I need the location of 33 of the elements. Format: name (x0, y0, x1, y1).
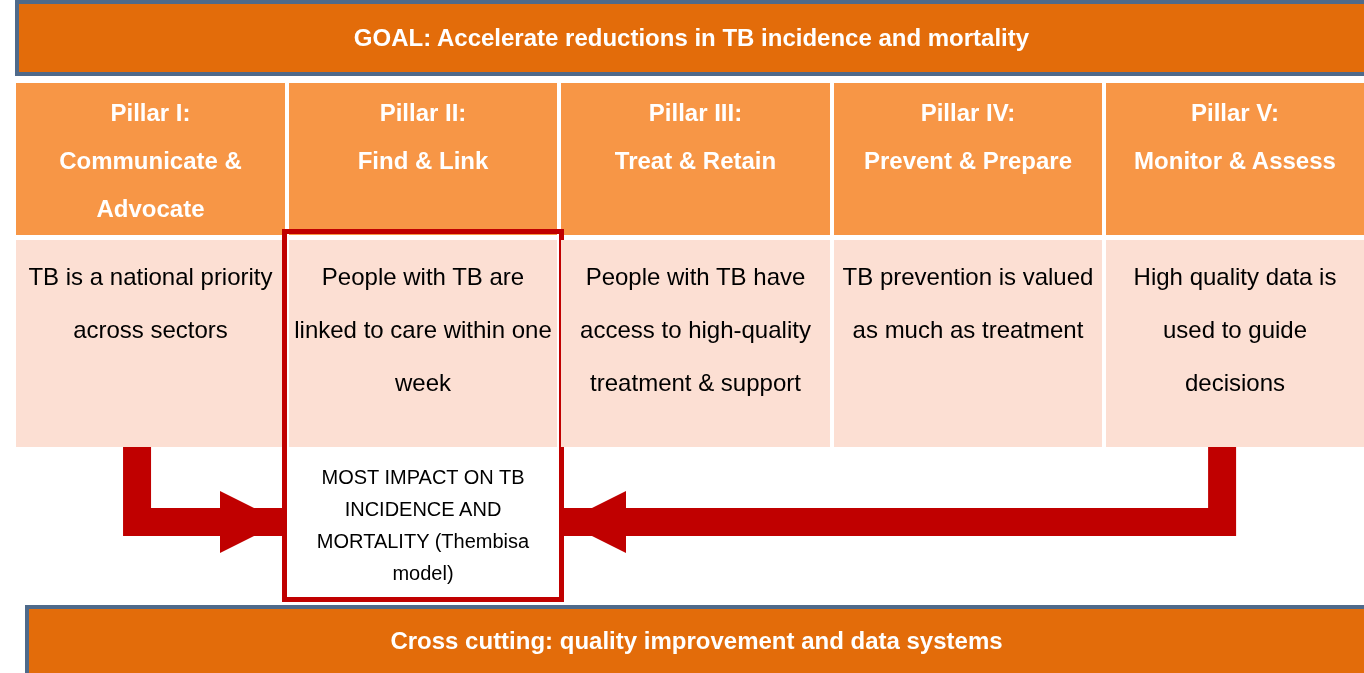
banner-title: GOAL: Accelerate reductions in TB incidence and mortality (353, 24, 1030, 52)
pillar-number: Pillar V: (1190, 98, 1279, 128)
pillar-number: Pillar IV: (920, 98, 1016, 128)
pillar-header (16, 83, 285, 235)
outcome-text: People with TB have access to high-quality treatment & support (579, 262, 812, 398)
outcome-cell (561, 240, 830, 447)
pillar-title: Treat & Retain (614, 146, 777, 176)
outcome-cell (16, 240, 285, 447)
impact-note: MOST IMPACT ON TB INCIDENCE AND MORTALITY (Thembisa model) (315, 465, 531, 586)
cross-cutting-banner (25, 605, 1364, 673)
pillar-header (289, 83, 557, 235)
pillar-number: Pillar II: (379, 98, 467, 128)
outcome-text: TB prevention is valued as much as treatment (841, 262, 1095, 345)
highlight-box (282, 229, 564, 602)
pillar-title: Prevent & Prepare (863, 146, 1073, 176)
pillar-number: Pillar III: (648, 98, 743, 128)
pillar-header (561, 83, 830, 235)
outcome-text: High quality data is used to guide decisions (1132, 262, 1338, 398)
banner-title: Cross cutting: quality improvement and data systems (390, 627, 1003, 655)
outcome-text: People with TB are linked to care within one week (293, 262, 553, 398)
goal-banner (15, 0, 1364, 76)
outcome-text: TB is a national priority across sectors (27, 262, 274, 345)
outcome-cell (834, 240, 1102, 447)
pillar-title: Communicate & Advocate (58, 146, 243, 224)
outcome-cell (1106, 240, 1364, 447)
pillar-header (834, 83, 1102, 235)
pillar-title: Monitor & Assess (1134, 146, 1336, 176)
arrow (564, 447, 1237, 553)
pillar-title: Find & Link (357, 146, 489, 176)
arrow (123, 447, 282, 553)
outcome-cell (289, 240, 557, 447)
pillar-number: Pillar I: (110, 98, 191, 128)
pillar-header (1106, 83, 1364, 235)
